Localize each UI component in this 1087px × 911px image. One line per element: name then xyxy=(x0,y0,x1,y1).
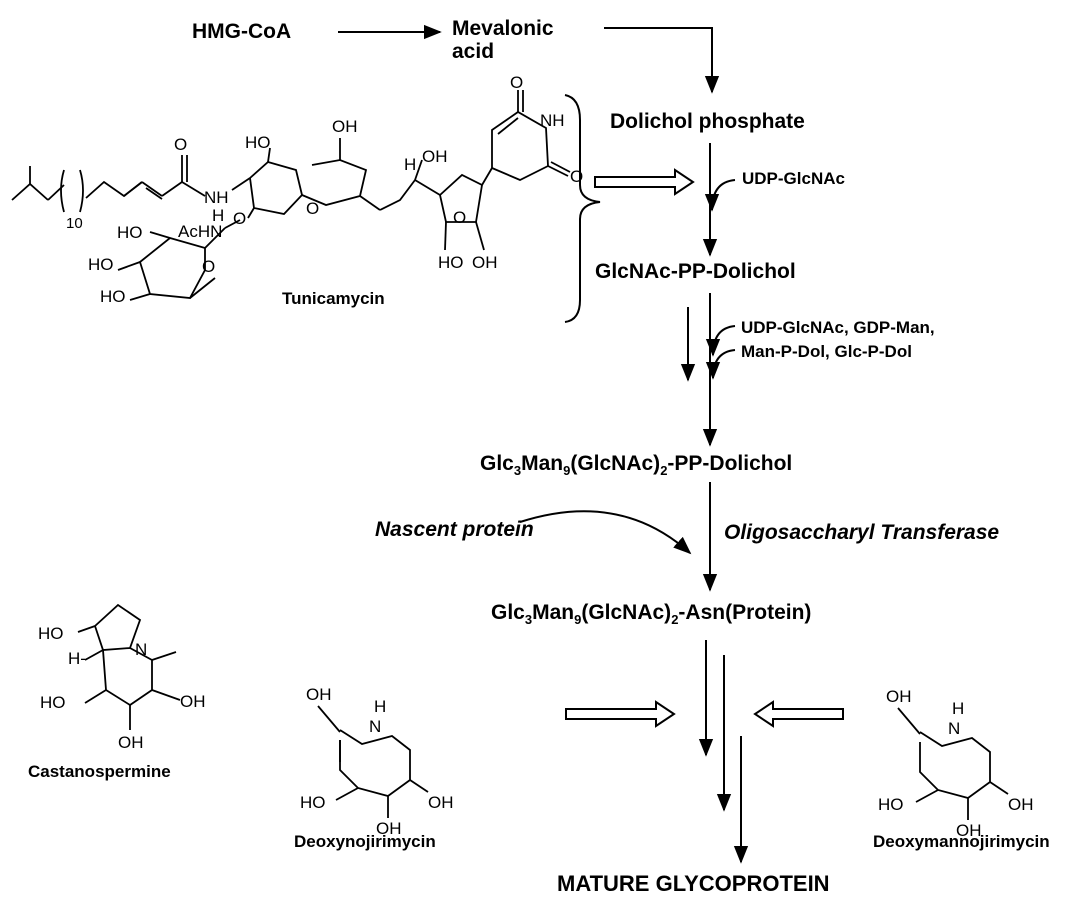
dolichol-phosphate-label: Dolichol phosphate xyxy=(610,110,805,133)
svg-text:N: N xyxy=(948,719,960,738)
svg-text:H: H xyxy=(952,699,964,718)
svg-text:N: N xyxy=(135,640,147,659)
glc3man9-asn-label: Glc3Man9(GlcNAc)2-Asn(Protein) xyxy=(491,601,812,628)
udp-glcnac-label: UDP-GlcNAc xyxy=(742,169,845,188)
deoxymannojirimycin-label: Deoxymannojirimycin xyxy=(873,832,1050,851)
arrow-reagents-input1 xyxy=(705,325,736,357)
svg-text:OH: OH xyxy=(180,692,206,711)
svg-text:HO: HO xyxy=(117,223,143,242)
svg-text:O: O xyxy=(510,73,523,92)
svg-text:OH: OH xyxy=(956,821,982,840)
atom-ten: 10 xyxy=(66,215,83,232)
svg-text:N: N xyxy=(369,717,381,736)
svg-text:OH: OH xyxy=(332,117,358,136)
svg-text:OH: OH xyxy=(472,253,498,272)
nascent-protein-label: Nascent protein xyxy=(375,518,534,541)
svg-text:O: O xyxy=(233,209,246,228)
tunicamycin-bracket xyxy=(564,94,601,323)
mature-glycoprotein-label: MATURE GLYCOPROTEIN xyxy=(557,871,830,896)
glc3man9-pp-dolichol-label: Glc3Man9(GlcNAc)2-PP-Dolichol xyxy=(480,452,793,479)
svg-text:HO: HO xyxy=(438,253,464,272)
svg-text:HO: HO xyxy=(245,133,271,152)
inhibit-arrow-deoxynojirimycin xyxy=(565,700,676,728)
svg-text:H-: H- xyxy=(68,649,86,668)
svg-text:HO: HO xyxy=(300,793,326,812)
svg-text:O: O xyxy=(453,208,466,227)
arrow-nascent-protein xyxy=(519,510,692,555)
svg-text:OH: OH xyxy=(422,147,448,166)
mevalonic-line1: Mevalonic xyxy=(452,17,554,40)
svg-text:HO: HO xyxy=(100,287,126,306)
svg-text:OH: OH xyxy=(118,733,144,752)
mevalonic-line2: acid xyxy=(452,40,495,64)
reagents-line2-label: Man-P-Dol, Glc-P-Dol xyxy=(741,342,912,361)
svg-text:NH: NH xyxy=(204,188,229,207)
inhibit-arrow-tunicamycin xyxy=(594,168,695,196)
glcnac-pp-dolichol-label: GlcNAc-PP-Dolichol xyxy=(595,260,796,283)
svg-text:OH: OH xyxy=(306,685,332,704)
svg-text:H: H xyxy=(374,697,386,716)
hmg-coa-label: HMG-CoA xyxy=(192,20,292,43)
svg-text:OH: OH xyxy=(428,793,454,812)
castanospermine-structure xyxy=(77,603,181,730)
deoxynojirimycin-structure xyxy=(317,705,429,818)
svg-text:OH: OH xyxy=(1008,795,1034,814)
deoxymannojirimycin-structure xyxy=(897,707,1009,820)
inhibit-arrow-deoxymannojirimycin xyxy=(753,700,844,728)
deoxynojirimycin-label: Deoxynojirimycin xyxy=(294,832,436,851)
arrow-reagents-input2 xyxy=(705,349,736,380)
svg-text:HO: HO xyxy=(88,255,114,274)
svg-text:O: O xyxy=(306,199,319,218)
arrow-udp-glcnac-input xyxy=(704,179,736,212)
arrow-mevalonic-to-dolichol xyxy=(604,27,720,94)
svg-text:HO: HO xyxy=(38,624,64,643)
svg-text:O: O xyxy=(174,135,187,154)
svg-text:OH: OH xyxy=(886,687,912,706)
svg-text:H: H xyxy=(212,206,224,225)
castanospermine-label: Castanospermine xyxy=(28,762,171,781)
reagents-line1-label: UDP-GlcNAc, GDP-Man, xyxy=(741,318,935,337)
transferase-label: Oligosaccharyl Transferase xyxy=(724,521,1000,544)
svg-text:HO: HO xyxy=(878,795,904,814)
tunicamycin-label: Tunicamycin xyxy=(282,289,385,308)
svg-text:H: H xyxy=(404,155,416,174)
svg-text:O: O xyxy=(570,167,583,186)
svg-text:AcHN: AcHN xyxy=(178,222,222,241)
svg-text:O: O xyxy=(202,257,215,276)
svg-text:NH: NH xyxy=(540,111,565,130)
svg-text:HO: HO xyxy=(40,693,66,712)
tunicamycin-structure xyxy=(11,90,571,301)
mevalonic-acid-label: Mevalonic acid xyxy=(452,17,554,63)
svg-text:OH: OH xyxy=(376,819,402,838)
